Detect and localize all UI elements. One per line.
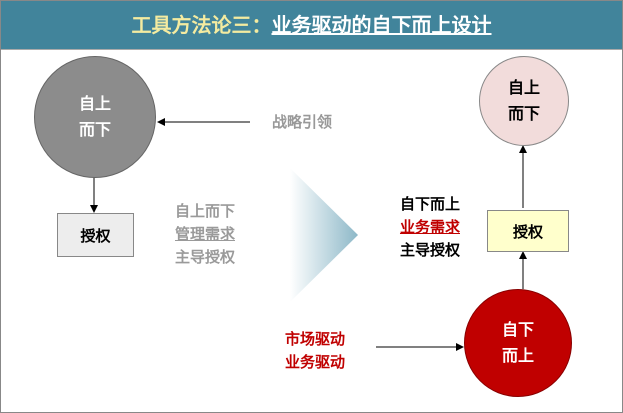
driver-market: 市场驱动 <box>284 330 345 348</box>
left-note-2: 管理需求 <box>174 225 235 243</box>
right-note-1: 自下而上 <box>399 195 460 213</box>
bottom-up-circle: 自下 而上 <box>464 289 572 397</box>
left-authorize-box: 授权 <box>57 213 134 257</box>
right-authorize-box: 授权 <box>487 210 569 252</box>
right-notes: 自下而上 业务需求 主导授权 <box>385 193 475 262</box>
left-note-3: 主导授权 <box>174 248 235 266</box>
right-note-2: 业务需求 <box>399 218 460 236</box>
strategy-label: 战略引领 <box>271 113 332 131</box>
title-bar: 工具方法论三：业务驱动的自下而上设计 <box>1 1 622 50</box>
left-note-1: 自上而下 <box>174 202 235 220</box>
right-note-3: 主导授权 <box>399 241 460 259</box>
chevron-arrow <box>290 168 358 302</box>
left-notes: 自上而下 管理需求 主导授权 <box>160 200 250 269</box>
top-down-circle: 自上 而下 <box>34 56 156 178</box>
drivers: 市场驱动 业务驱动 <box>265 328 365 374</box>
title-prefix: 工具方法论三： <box>131 13 272 37</box>
title-main: 业务驱动的自下而上设计 <box>271 13 492 37</box>
top-down-circle-right: 自上 而下 <box>479 56 569 146</box>
driver-business: 业务驱动 <box>284 353 345 371</box>
